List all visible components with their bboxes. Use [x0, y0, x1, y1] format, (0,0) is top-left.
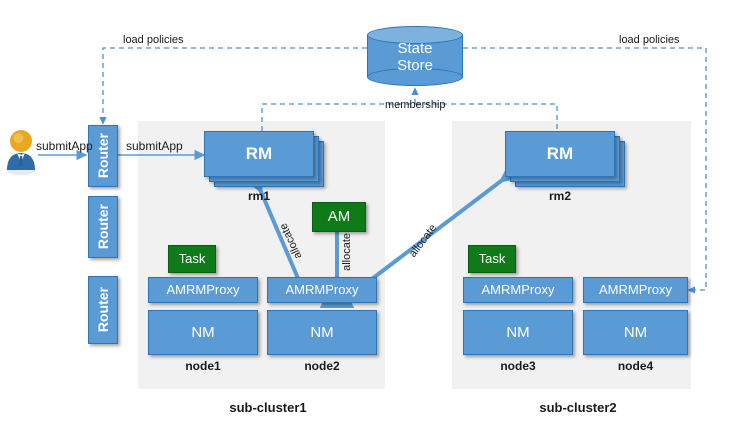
node3-caption: node3 [500, 359, 536, 373]
node4-nm-label: NM [623, 323, 648, 341]
node1-nm[interactable]: NM [148, 310, 258, 355]
submitapp-user-label: submitApp [36, 139, 93, 153]
state-store-line2: Store [397, 57, 433, 75]
task-box-subcluster2[interactable]: Task [468, 245, 516, 273]
node2-nm[interactable]: NM [267, 310, 377, 355]
router-box-2[interactable]: Router [88, 196, 118, 258]
node1-caption: node1 [185, 359, 221, 373]
rm1-label: RM [245, 144, 273, 163]
node1-amrmproxy[interactable]: AMRMProxy [148, 277, 258, 303]
node3-nm[interactable]: NM [463, 310, 573, 355]
node2-caption: node2 [304, 359, 340, 373]
user-icon [4, 128, 38, 176]
cylinder-top [367, 26, 463, 44]
rm2-box[interactable]: RM [505, 131, 615, 177]
node2-amrmproxy[interactable]: AMRMProxy [267, 277, 377, 303]
am-box[interactable]: AM [312, 202, 366, 232]
rm1-stack[interactable]: RM [204, 131, 324, 187]
allocate-label-proxy-rm2: allocate [406, 222, 440, 260]
load-policies-left-label: load policies [123, 34, 184, 46]
cylinder-bottom [367, 68, 463, 86]
subcluster1-caption: sub-cluster1 [229, 400, 307, 415]
node1-amrmproxy-label: AMRMProxy [166, 282, 240, 298]
task-box-subcluster1[interactable]: Task [168, 245, 216, 273]
rm2-stack[interactable]: RM [505, 131, 625, 187]
task-label-2: Task [478, 251, 506, 267]
node2-nm-label: NM [310, 323, 334, 341]
load-policies-right-label: load policies [619, 34, 680, 46]
node3-amrmproxy-label: AMRMProxy [481, 282, 555, 298]
state-store-line1: State [397, 40, 433, 57]
state-store-label: State Store [367, 40, 463, 75]
router-box-3[interactable]: Router [88, 276, 118, 344]
rm2-label: RM [546, 144, 574, 163]
node2-amrmproxy-label: AMRMProxy [285, 282, 359, 298]
router-label-2: Router [94, 204, 111, 250]
submitapp-router-label: submitApp [126, 139, 183, 153]
am-label: AM [327, 208, 351, 226]
task-label-1: Task [178, 251, 206, 267]
state-store-cylinder[interactable]: State Store [367, 26, 463, 86]
node4-amrmproxy-label: AMRMProxy [599, 282, 672, 298]
rm1-caption: rm1 [247, 189, 270, 203]
node1-nm-label: NM [191, 323, 215, 341]
node4-amrmproxy[interactable]: AMRMProxy [583, 277, 688, 303]
node3-amrmproxy[interactable]: AMRMProxy [463, 277, 573, 303]
allocate-label-am-proxy: allocate [341, 233, 353, 271]
membership-label: membership [385, 99, 446, 111]
router-box-1[interactable]: Router [88, 125, 118, 187]
node4-caption: node4 [617, 359, 654, 373]
subcluster2-caption: sub-cluster2 [539, 400, 617, 415]
router-label-1: Router [94, 133, 111, 179]
node4-nm[interactable]: NM [583, 310, 688, 355]
rm2-caption: rm2 [548, 189, 571, 203]
node3-nm-label: NM [506, 323, 530, 341]
router-label-3: Router [94, 287, 111, 333]
rm1-box[interactable]: RM [204, 131, 314, 177]
